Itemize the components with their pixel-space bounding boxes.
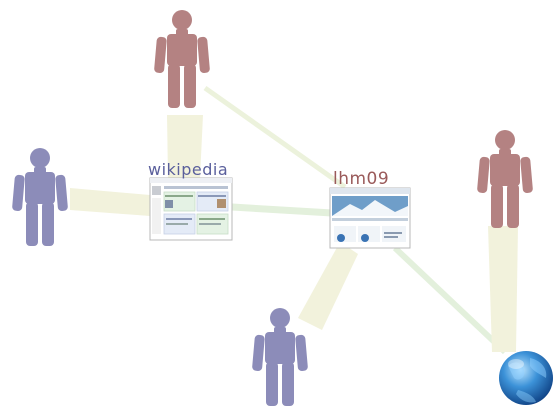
link-lhm-globe <box>392 245 508 355</box>
globe-icon <box>499 351 553 405</box>
link-person-top-lhm <box>203 85 347 190</box>
person-icon <box>154 10 210 108</box>
person-bottom <box>252 308 308 406</box>
person-left <box>12 148 68 246</box>
connections <box>70 85 518 355</box>
wikipedia-label: wikipedia <box>148 160 229 179</box>
link-wiki-lhm <box>231 203 333 217</box>
lhm-page-thumbnail <box>329 187 411 249</box>
lhm09-label: lhm09 <box>333 169 390 189</box>
person-icon <box>252 308 308 406</box>
link-person-left-wiki <box>70 188 150 216</box>
person-right <box>477 130 533 228</box>
link-lhm-person-bottom <box>298 242 358 330</box>
wiki-page-thumbnail <box>149 177 233 241</box>
link-person-top-wiki <box>167 115 203 178</box>
person-icon <box>12 148 68 246</box>
person-top <box>154 10 210 108</box>
person-icon <box>477 130 533 228</box>
link-person-right-globe <box>488 226 518 352</box>
